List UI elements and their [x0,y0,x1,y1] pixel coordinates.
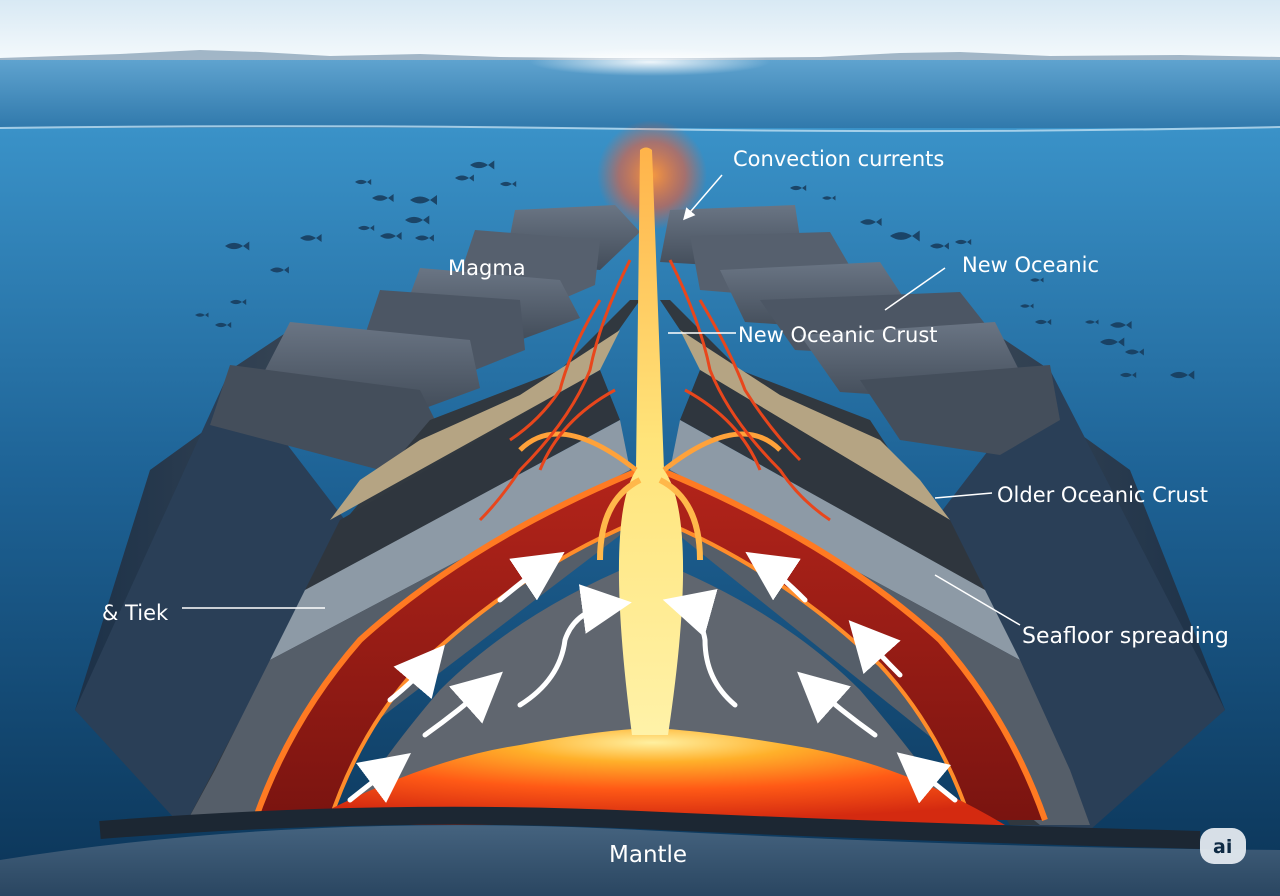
fracture-veins [478,259,831,522]
fish-icon [230,299,247,305]
fish-icon [270,266,289,274]
fish-icon [1120,372,1137,378]
fish-icon [1030,277,1044,283]
fish-icon [930,242,949,250]
left-band-outline [252,467,642,821]
right-terraces [660,205,1060,455]
fish-icon [410,195,437,205]
label-tiek: & Tiek [102,601,169,625]
label-mantle: Mantle [609,842,687,868]
leader-lines [182,174,1021,626]
conduit-branches [597,477,703,561]
fish-icon [215,322,232,328]
magma-chamber [300,728,1005,825]
ai-badge-text: ai [1213,836,1232,858]
fish-icon [225,241,250,251]
fish-icon [790,185,807,191]
left-terraces [210,205,640,470]
mantle-boundary [99,806,1201,849]
fish-icon [890,230,920,242]
fish-icon [470,160,495,170]
flow-arrows [347,551,958,804]
central-conduit [618,147,684,735]
fish-icon [1110,321,1132,329]
sun-glare [530,48,770,76]
fish-icon [372,194,394,202]
fish-icon [1125,348,1144,356]
fish-icon [1085,319,1099,325]
fish-icon [500,181,517,187]
label-magma: Magma [448,256,526,280]
fish-icon [355,179,372,185]
fish-icon [455,174,474,182]
fish-icon [380,232,402,240]
fish-icon [1100,337,1125,347]
fish-icon [358,225,375,231]
fish-icon [1035,319,1052,325]
fish-icon [1170,370,1195,380]
label-new-oceanic: New Oceanic [962,253,1099,277]
fish-icon [405,215,430,225]
right-band-outline [658,467,1048,821]
label-convection-currents: Convection currents [733,147,944,171]
fish-icon [195,312,209,318]
fish-icon [415,234,434,242]
fish-icon [1020,303,1034,309]
label-seafloor-spreading: Seafloor spreading [1022,624,1229,649]
fish-icon [300,234,322,242]
fish-icon [822,195,836,201]
distant-islands [0,50,1280,62]
fish-icon [955,239,972,245]
label-new-oceanic-crust: New Oceanic Crust [738,323,938,347]
label-older-oceanic-crust: Older Oceanic Crust [997,483,1208,507]
conduit-branches-upper [518,431,782,472]
sea-floor [0,825,1280,896]
fish-school [195,160,1195,380]
ai-badge: ai [1200,828,1246,864]
fish-icon [860,218,882,226]
